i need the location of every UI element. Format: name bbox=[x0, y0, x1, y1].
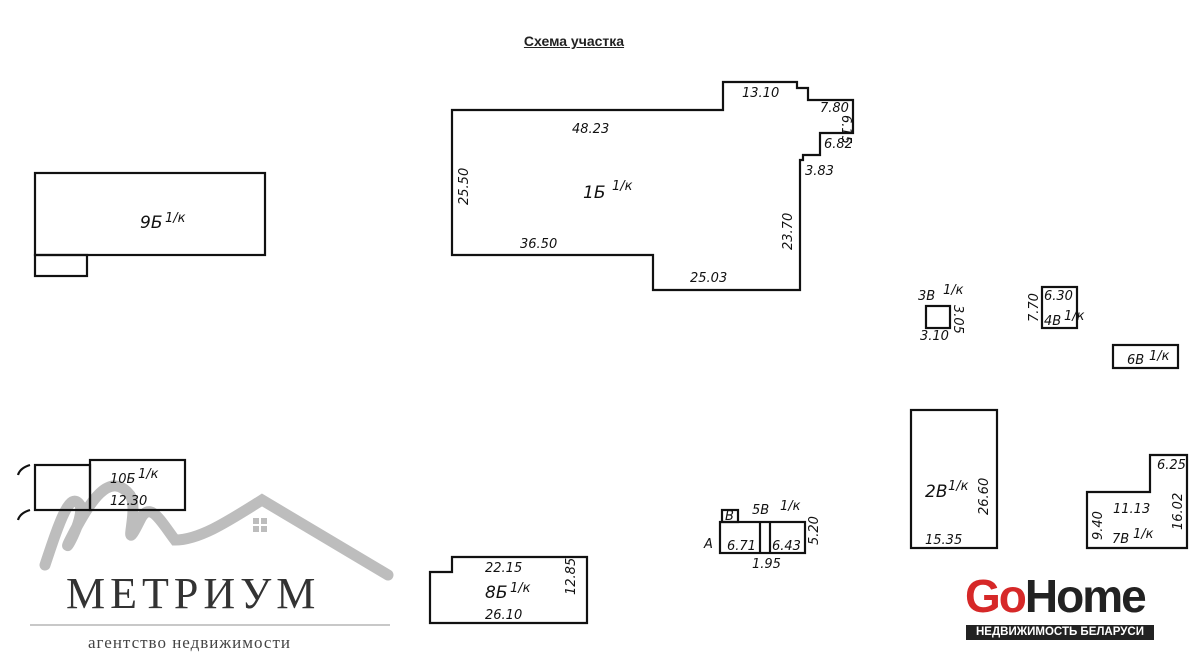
label: 6В bbox=[1127, 353, 1144, 368]
dim: 7.80 bbox=[820, 101, 849, 116]
building-4b: 6.30 4В 1/к 7.70 bbox=[1027, 285, 1085, 330]
dim: 25.03 bbox=[690, 271, 727, 286]
dim: 9.40 bbox=[1091, 511, 1106, 540]
dim: 6.82 bbox=[824, 137, 853, 152]
gohome-logo-home: Home bbox=[1024, 570, 1147, 622]
label-frac: 1/к bbox=[1149, 349, 1170, 364]
label: 4В bbox=[1044, 314, 1061, 329]
building-2b: 2В 1/к 26.60 15.35 bbox=[909, 408, 999, 550]
dim: 22.15 bbox=[485, 561, 522, 576]
dim: 48.23 bbox=[572, 122, 609, 137]
building-7b: 11.13 16.02 6.25 9.40 7В 1/к bbox=[1085, 453, 1189, 550]
dim: 5.20 bbox=[807, 516, 822, 545]
label-frac: 1/к bbox=[1064, 309, 1085, 324]
building-1b: 1Б 1/к 48.23 13.10 7.80 6.15 6.82 3.83 2… bbox=[450, 80, 855, 292]
label-frac: 1/к bbox=[138, 467, 159, 482]
label: 10Б bbox=[110, 472, 136, 487]
dim: 6.43 bbox=[772, 539, 801, 554]
dim: 3.83 bbox=[805, 164, 834, 179]
svg-text:1Б: 1Б bbox=[583, 183, 605, 203]
label: 7В bbox=[1112, 532, 1129, 547]
label: 3В bbox=[918, 289, 935, 304]
metrium-logo-subtitle: агентство недвижимости bbox=[88, 633, 291, 652]
label-frac: 1/к bbox=[943, 283, 964, 298]
mark: А bbox=[703, 537, 713, 552]
building-9b: 9Б 1/к bbox=[33, 171, 267, 278]
dim: 26.60 bbox=[977, 478, 992, 515]
label-frac: 1/к bbox=[510, 581, 531, 596]
dim: 13.10 bbox=[742, 86, 779, 101]
dim: 16.02 bbox=[1171, 493, 1186, 530]
building-10b: 10Б 1/к 12.30 bbox=[16, 458, 187, 521]
page-title: Схема участка bbox=[523, 33, 625, 49]
gohome-logo-go: Go bbox=[965, 570, 1027, 622]
dim: 3.10 bbox=[920, 329, 949, 344]
dim: 15.35 bbox=[925, 533, 962, 548]
label: 1Б bbox=[583, 183, 605, 203]
dim: 6.25 bbox=[1157, 458, 1186, 473]
dim: 6.71 bbox=[727, 539, 756, 554]
dim: 25.50 bbox=[457, 168, 472, 205]
label-frac: 1/к bbox=[948, 479, 969, 494]
dim: 23.70 bbox=[781, 213, 796, 250]
label-frac: 1/к bbox=[1133, 527, 1154, 542]
dim: 36.50 bbox=[520, 237, 557, 252]
dim: 6.30 bbox=[1044, 289, 1073, 304]
label-frac: 1/к bbox=[612, 179, 633, 194]
metrium-logo-divider bbox=[30, 624, 390, 626]
metrium-logo-name: МЕТРИУМ bbox=[66, 569, 321, 618]
metrium-logo-graphic bbox=[39, 480, 394, 581]
building-3b: 3В 1/к 3.05 3.10 bbox=[918, 283, 965, 344]
label: 8Б bbox=[485, 583, 507, 603]
label-frac: 1/к bbox=[165, 211, 186, 226]
gohome-logo-tagline: НЕДВИЖИМОСТЬ БЕЛАРУСИ bbox=[966, 625, 1154, 640]
label: 5В bbox=[752, 503, 769, 518]
dim: 12.30 bbox=[110, 494, 147, 509]
dim: 6.15 bbox=[838, 115, 853, 144]
dim: 26.10 bbox=[485, 608, 522, 623]
label: 9Б bbox=[140, 213, 162, 233]
label-frac: 1/к bbox=[780, 499, 801, 514]
dim: 12.85 bbox=[564, 558, 579, 595]
building-5b: В А 5В 1/к 6.71 6.43 5.20 1.95 bbox=[703, 499, 822, 572]
gohome-logo: GoHome bbox=[965, 570, 1147, 622]
mark: В bbox=[725, 509, 734, 524]
dim: 11.13 bbox=[1113, 502, 1150, 517]
dim: 7.70 bbox=[1027, 293, 1042, 322]
building-8b: 22.15 8Б 1/к 26.10 12.85 bbox=[428, 555, 589, 625]
dim: 1.95 bbox=[752, 557, 781, 572]
label: 2В bbox=[925, 482, 947, 502]
dim: 3.05 bbox=[950, 305, 965, 334]
building-6b: 6В 1/к bbox=[1111, 343, 1180, 370]
